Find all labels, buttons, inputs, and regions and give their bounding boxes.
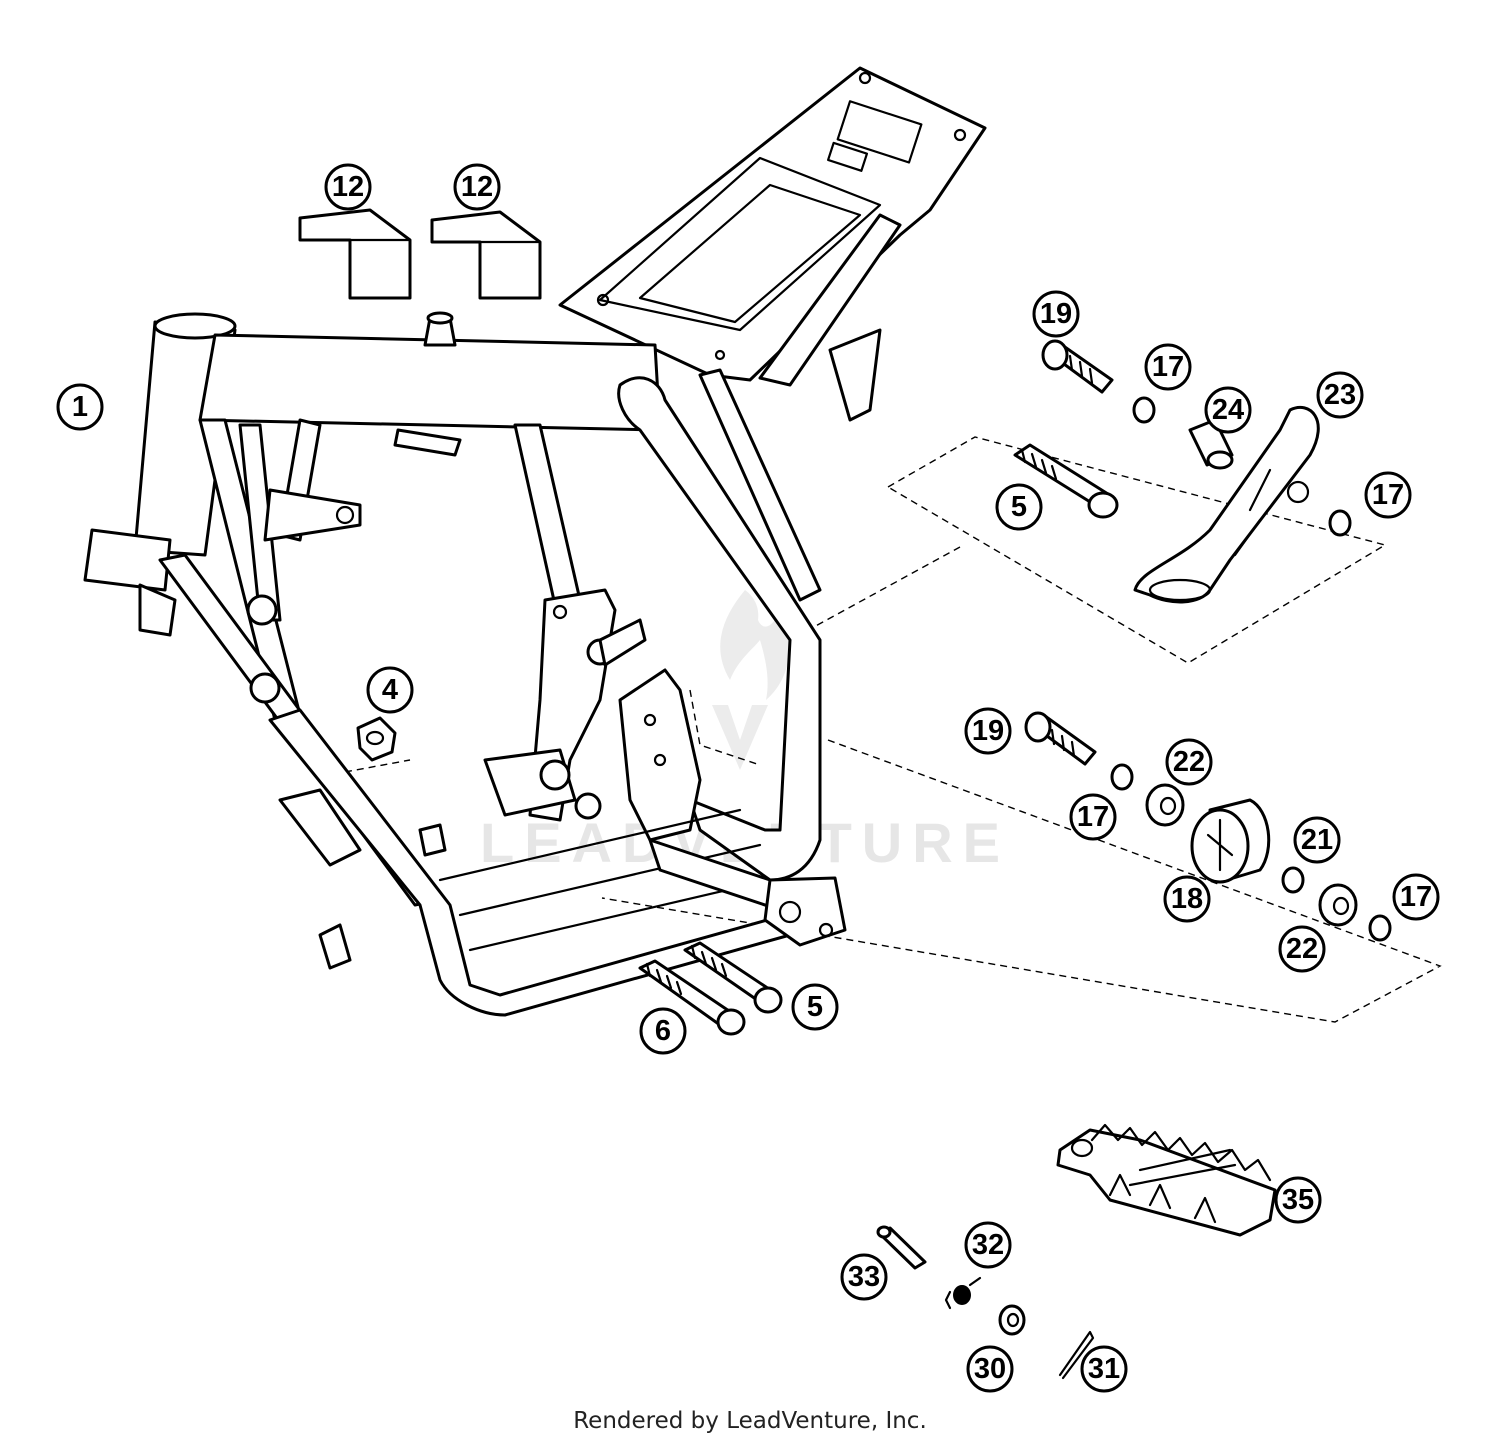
footpeg-washer bbox=[998, 1304, 1026, 1336]
cotter-pin bbox=[1058, 1330, 1095, 1380]
callout-21: 21 bbox=[1293, 816, 1341, 864]
footpeg bbox=[1056, 1123, 1277, 1237]
svg-text:21: 21 bbox=[1301, 824, 1333, 856]
spacer-22-b bbox=[1318, 883, 1358, 927]
svg-text:35: 35 bbox=[1282, 1184, 1314, 1216]
bolt-upper bbox=[1013, 443, 1119, 519]
svg-text:22: 22 bbox=[1286, 933, 1318, 965]
svg-text:19: 19 bbox=[972, 715, 1004, 747]
svg-text:33: 33 bbox=[848, 1261, 880, 1293]
svg-text:23: 23 bbox=[1324, 379, 1356, 411]
roller-sleeve bbox=[1281, 866, 1305, 894]
callout-5-upper: 5 bbox=[995, 483, 1043, 531]
svg-text:18: 18 bbox=[1171, 883, 1203, 915]
washer-17-c bbox=[1110, 763, 1134, 791]
callout-23: 23 bbox=[1316, 371, 1364, 419]
washer-17-b bbox=[1328, 509, 1352, 537]
footpeg-spring bbox=[944, 1276, 982, 1310]
bolt-19-lower bbox=[1024, 711, 1097, 766]
bushing bbox=[1188, 418, 1234, 470]
callout-22-lower: 22 bbox=[1278, 925, 1326, 973]
nut bbox=[356, 716, 397, 762]
frame bbox=[83, 66, 987, 1017]
svg-text:32: 32 bbox=[972, 1229, 1004, 1261]
callout-22-upper: 22 bbox=[1165, 738, 1213, 786]
svg-text:30: 30 bbox=[974, 1353, 1006, 1385]
callout-12-left: 12 bbox=[324, 163, 372, 211]
frame-protector-right bbox=[430, 210, 542, 300]
callout-4: 4 bbox=[366, 666, 414, 714]
top-tube bbox=[198, 333, 662, 432]
washer-17-d bbox=[1368, 914, 1392, 942]
svg-text:17: 17 bbox=[1077, 801, 1109, 833]
brake-pedal bbox=[1133, 405, 1320, 604]
svg-text:5: 5 bbox=[1011, 491, 1027, 523]
svg-text:4: 4 bbox=[382, 674, 398, 706]
svg-text:17: 17 bbox=[1372, 479, 1404, 511]
svg-text:19: 19 bbox=[1040, 298, 1072, 330]
washer-17-a bbox=[1132, 396, 1156, 424]
assembly-guides bbox=[344, 436, 1442, 1023]
lower-cradle bbox=[268, 708, 792, 1017]
callout-32: 32 bbox=[964, 1221, 1012, 1269]
rear-subframe-plate bbox=[558, 66, 987, 382]
bolt-swingarm bbox=[638, 959, 746, 1036]
svg-text:1: 1 bbox=[72, 391, 88, 423]
frame-protector-left bbox=[298, 208, 412, 300]
callout-17-a: 17 bbox=[1144, 343, 1192, 391]
svg-text:22: 22 bbox=[1173, 746, 1205, 778]
svg-text:6: 6 bbox=[655, 1015, 671, 1047]
callout-17-c: 17 bbox=[1069, 793, 1117, 841]
callout-12-right: 12 bbox=[453, 163, 501, 211]
callout-33: 33 bbox=[840, 1253, 888, 1301]
svg-text:31: 31 bbox=[1088, 1353, 1120, 1385]
callout-5-lower: 5 bbox=[791, 983, 839, 1031]
callout-18: 18 bbox=[1163, 875, 1211, 923]
callout-17-d: 17 bbox=[1392, 873, 1440, 921]
footpeg-mount bbox=[763, 876, 847, 947]
main-frame-tube bbox=[617, 376, 822, 882]
callout-17-b: 17 bbox=[1364, 471, 1412, 519]
chain-roller bbox=[1190, 798, 1271, 884]
callout-30: 30 bbox=[966, 1345, 1014, 1393]
svg-text:24: 24 bbox=[1212, 394, 1244, 426]
callout-35: 35 bbox=[1274, 1176, 1322, 1224]
footpeg-pin bbox=[876, 1225, 927, 1270]
bolt-19-upper bbox=[1041, 339, 1114, 394]
svg-text:17: 17 bbox=[1152, 351, 1184, 383]
callout-19-lower: 19 bbox=[964, 707, 1012, 755]
callout-19-upper: 19 bbox=[1032, 290, 1080, 338]
callout-31: 31 bbox=[1080, 1345, 1128, 1393]
callout-6: 6 bbox=[639, 1007, 687, 1055]
svg-text:17: 17 bbox=[1400, 881, 1432, 913]
footer-credit: Rendered by LeadVenture, Inc. bbox=[573, 1408, 927, 1434]
callout-1: 1 bbox=[56, 383, 104, 431]
bolt-lower bbox=[683, 941, 783, 1014]
svg-text:12: 12 bbox=[332, 171, 364, 203]
spacer-22-a bbox=[1145, 783, 1185, 827]
svg-text:5: 5 bbox=[807, 991, 823, 1023]
callout-24: 24 bbox=[1204, 386, 1252, 434]
svg-text:12: 12 bbox=[461, 171, 493, 203]
